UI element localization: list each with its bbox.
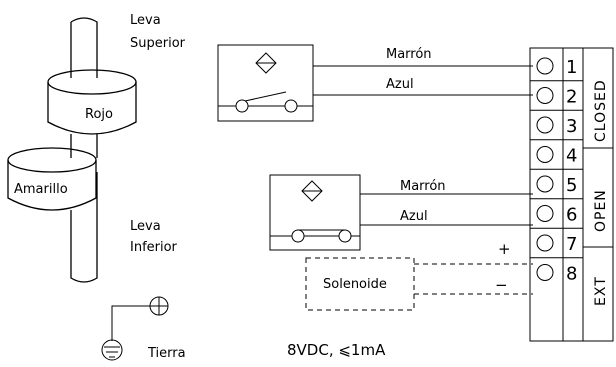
sensor-1-contact-a xyxy=(235,99,249,113)
sensor-2-proximity-icon xyxy=(301,180,323,202)
upper-cam-label-line2: Superior xyxy=(130,36,186,51)
ground-wire xyxy=(111,305,150,341)
red-cam-label: Rojo xyxy=(85,107,113,122)
solenoid-minus-sign: − xyxy=(495,276,508,294)
ground-label: Tierra xyxy=(147,346,186,361)
terminal-number-1: 1 xyxy=(566,57,577,78)
terminal-screw-6 xyxy=(536,205,554,222)
spec-note: 8VDC, ⩽1mA xyxy=(287,341,386,359)
terminal-block: 1 2 3 4 5 6 7 8 CLOSED OPEN EXT xyxy=(529,47,614,342)
terminal-screw-5 xyxy=(536,175,554,193)
terminal-screw-3 xyxy=(536,116,554,134)
ground-connection: Tierra xyxy=(101,296,186,361)
sensor-1-box xyxy=(217,44,314,122)
terminal-number-8: 8 xyxy=(566,264,577,285)
terminal-number-6: 6 xyxy=(566,205,577,226)
terminal-rows: 1 2 3 4 5 6 7 8 xyxy=(530,57,583,285)
terminal-screw-7 xyxy=(536,234,554,252)
group-ext-label: EXT xyxy=(593,276,609,306)
terminal-group-column xyxy=(582,47,614,342)
solenoid-label: Solenoide xyxy=(323,277,387,292)
shaft-middle xyxy=(70,134,98,158)
terminal-screw-2 xyxy=(536,87,554,104)
upper-cam-body xyxy=(47,82,137,135)
terminal-screw-column xyxy=(529,47,564,342)
terminal-screw-8 xyxy=(536,264,554,281)
sensor-1-contact-b xyxy=(284,99,298,113)
sensor-2-box xyxy=(269,174,361,251)
sensor-1-proximity-icon xyxy=(255,52,277,74)
terminal-screw-4 xyxy=(536,146,554,163)
sensor-2-brown-label: Marrón xyxy=(400,179,446,194)
solenoid-plus-sign: + xyxy=(498,240,511,258)
group-dividers xyxy=(583,147,613,248)
shaft-bottom xyxy=(70,172,98,283)
sensor-2-blue-label: Azul xyxy=(400,209,428,224)
sensor-2-contact-a xyxy=(291,229,305,243)
sensor-1-switch-lever xyxy=(244,91,287,102)
terminal-number-4: 4 xyxy=(566,146,577,167)
shaft-top xyxy=(70,17,98,78)
sensor-2-contact-b xyxy=(338,229,352,243)
cam-assembly: Leva Superior Rojo Amarillo Leva Inferio… xyxy=(7,13,186,283)
terminal-number-7: 7 xyxy=(566,234,577,255)
yellow-cam-label: Amarillo xyxy=(14,182,68,197)
lower-cam-body xyxy=(7,160,97,211)
terminal-screw-1 xyxy=(536,57,554,75)
ground-symbol-icon xyxy=(101,339,123,361)
sensor-1-blue-label: Azul xyxy=(386,77,414,92)
upper-cam-label-line1: Leva xyxy=(130,13,161,28)
sensor-1: Marrón Azul xyxy=(217,44,533,122)
lower-cam-label-line1: Leva xyxy=(130,219,161,234)
terminal-number-3: 3 xyxy=(566,116,577,137)
sensor-2: Marrón Azul xyxy=(269,174,533,251)
group-closed-label: CLOSED xyxy=(593,79,609,142)
lower-cam-top xyxy=(7,147,97,173)
sensor-1-brown-label: Marrón xyxy=(386,47,432,62)
lower-cam-label-line2: Inferior xyxy=(130,240,178,255)
terminal-number-5: 5 xyxy=(566,175,577,196)
upper-cam-top xyxy=(47,69,137,95)
terminal-number-2: 2 xyxy=(566,87,577,108)
solenoid: Solenoide + − xyxy=(305,240,533,311)
solenoid-box xyxy=(305,257,415,311)
group-open-label: OPEN xyxy=(593,189,609,232)
